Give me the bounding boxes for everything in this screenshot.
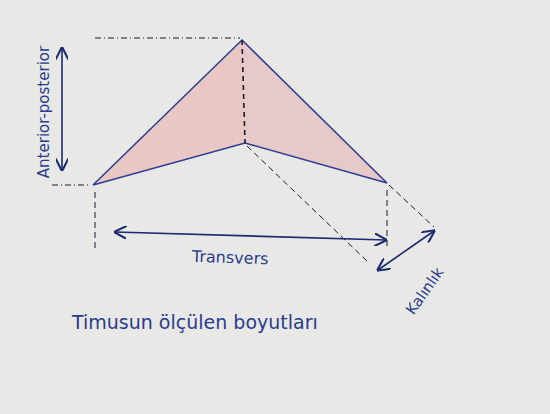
depth-line	[242, 40, 245, 143]
thymus-outline	[93, 40, 387, 185]
dimension-arrow	[378, 231, 434, 270]
guide-line	[389, 185, 434, 227]
dimension-label: Anterior-posterior	[35, 46, 53, 178]
guide-line	[52, 185, 90, 186]
dimension-arrow	[115, 232, 386, 240]
guide-line	[387, 190, 388, 250]
dimension-label: Transvers	[191, 247, 268, 269]
guide-line	[95, 38, 240, 39]
dimension-arrow	[61, 48, 63, 170]
figure-caption: Timusun ölçülen boyutları	[72, 311, 318, 334]
guide-line	[247, 146, 368, 262]
guide-line	[95, 192, 96, 250]
